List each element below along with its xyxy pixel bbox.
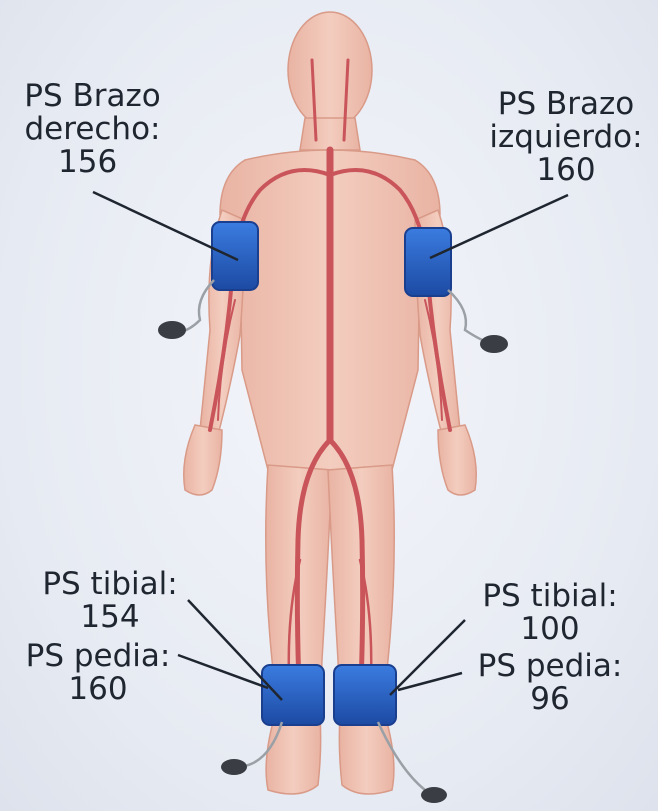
left-pedia-name: PS pedia: <box>470 650 630 683</box>
left-tibial-label: PS tibial: 100 <box>470 580 630 646</box>
right-pedia-value: 160 <box>18 673 178 706</box>
left-pedia-leader <box>398 673 462 690</box>
right-pedia-name: PS pedia: <box>18 640 178 673</box>
left-ankle-cuff <box>334 665 396 725</box>
left-leg-bulb <box>421 787 447 803</box>
left-arm-bulb <box>480 335 508 353</box>
left-arm-label-line1: PS Brazo <box>478 88 654 121</box>
right-arm-cuff <box>212 222 258 290</box>
left-foot <box>339 715 394 794</box>
left-arm-cuff <box>405 228 451 296</box>
right-arm-bulb <box>158 321 186 339</box>
left-pedia-value: 96 <box>470 683 630 716</box>
right-ankle-cuff <box>262 665 324 725</box>
left-tibial-name: PS tibial: <box>470 580 630 613</box>
right-pedia-label: PS pedia: 160 <box>18 640 178 706</box>
right-arm-label: PS Brazo derecho: 156 <box>10 80 175 179</box>
head <box>288 12 372 128</box>
right-leg-bulb <box>221 759 247 775</box>
neck <box>300 118 360 150</box>
left-arm-label: PS Brazo izquierdo: 160 <box>478 88 654 187</box>
right-foot <box>266 715 321 794</box>
left-pedia-label: PS pedia: 96 <box>470 650 630 716</box>
left-tibial-value: 100 <box>470 613 630 646</box>
left-arm-value: 160 <box>478 154 654 187</box>
left-hand <box>438 425 476 495</box>
right-arm-label-line1: PS Brazo <box>10 80 175 113</box>
right-tibial-value: 154 <box>30 601 190 634</box>
left-arm-label-line2: izquierdo: <box>478 121 654 154</box>
left-arm-leader <box>430 195 568 258</box>
right-hand <box>184 425 222 495</box>
left-tibial-leader <box>390 620 465 695</box>
right-arm-label-line2: derecho: <box>10 113 175 146</box>
right-arm-value: 156 <box>10 146 175 179</box>
right-tibial-name: PS tibial: <box>30 568 190 601</box>
right-tibial-label: PS tibial: 154 <box>30 568 190 634</box>
